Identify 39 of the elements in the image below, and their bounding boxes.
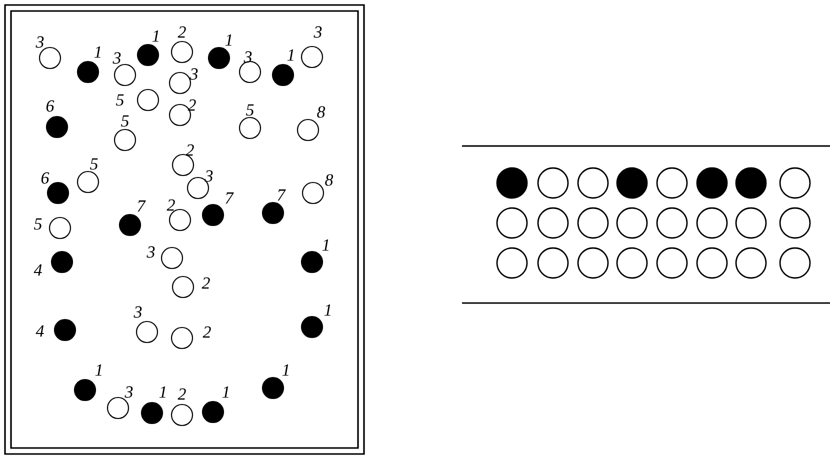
number-label: 7 bbox=[226, 192, 234, 204]
number-label: 3 bbox=[314, 26, 322, 38]
number-label: 3 bbox=[190, 68, 198, 80]
number-label: 3 bbox=[204, 170, 213, 182]
number-label: 1 bbox=[322, 239, 328, 251]
number-label: 5 bbox=[116, 94, 124, 106]
number-label: 7 bbox=[278, 189, 286, 201]
number-label: 1 bbox=[222, 386, 228, 398]
number-label: 3 bbox=[36, 36, 44, 48]
number-label: 2 bbox=[166, 199, 175, 211]
number-label: 1 bbox=[159, 386, 166, 398]
number-label: 1 bbox=[95, 364, 102, 376]
number-label: 1 bbox=[282, 364, 288, 376]
number-label: 4 bbox=[36, 325, 44, 337]
number-label: 2 bbox=[186, 144, 194, 156]
number-label: 3 bbox=[124, 386, 133, 398]
number-label: 2 bbox=[202, 326, 211, 338]
number-label: 7 bbox=[138, 200, 146, 212]
number-label: 5 bbox=[34, 218, 42, 230]
number-label: 3 bbox=[112, 52, 121, 64]
number-label: 1 bbox=[324, 304, 330, 316]
number-label: 2 bbox=[178, 388, 186, 400]
number-label: 1 bbox=[287, 49, 294, 61]
number-label: 5 bbox=[90, 158, 98, 170]
number-label: 5 bbox=[121, 115, 129, 127]
number-label: 2 bbox=[178, 26, 186, 38]
number-label: 1 bbox=[94, 46, 100, 58]
number-label: 3 bbox=[146, 246, 155, 258]
number-label: 2 bbox=[202, 277, 210, 289]
number-label: 1 bbox=[225, 34, 232, 46]
number-label: 6 bbox=[46, 100, 54, 112]
number-label: 5 bbox=[246, 104, 254, 116]
number-label: 2 bbox=[188, 99, 196, 111]
number-label: 1 bbox=[152, 30, 158, 42]
number-label: 4 bbox=[34, 264, 42, 276]
number-label: 8 bbox=[317, 106, 326, 118]
number-label: 3 bbox=[134, 306, 142, 318]
number-label: 8 bbox=[325, 174, 334, 186]
number-label: 6 bbox=[41, 172, 50, 184]
